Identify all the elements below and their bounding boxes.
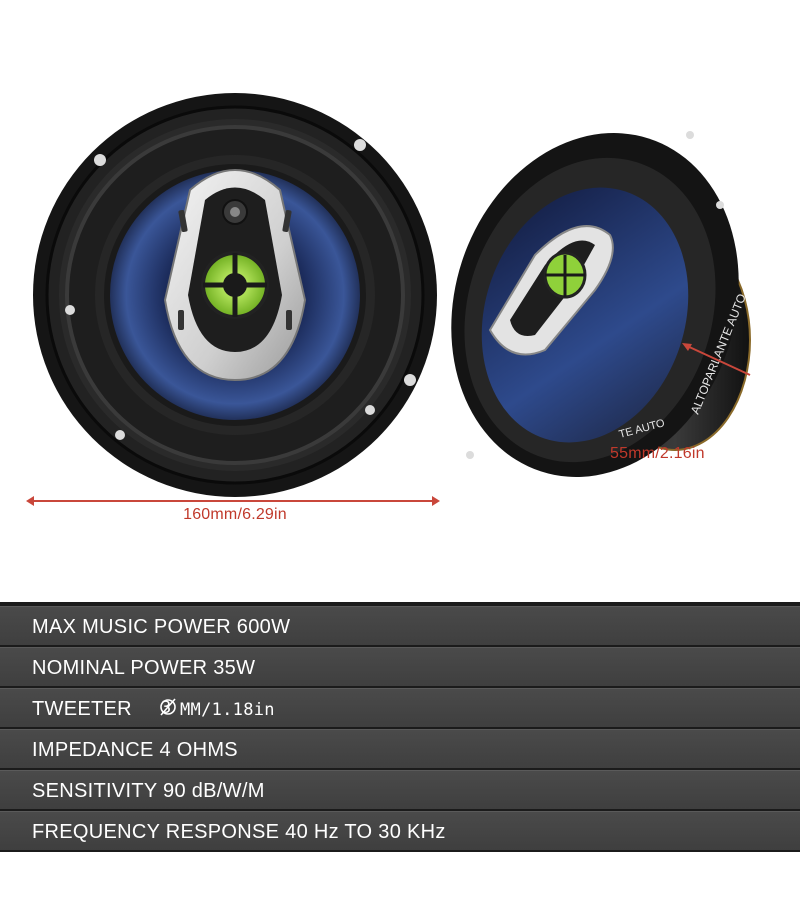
mount-hole <box>716 201 724 209</box>
mount-hole <box>466 451 474 459</box>
mount-hole <box>365 405 375 415</box>
width-dimension-label: 160mm/6.29in <box>183 506 287 523</box>
spec-text: MAX MUSIC POWER 600W <box>32 616 291 638</box>
depth-dimension-line <box>684 344 751 376</box>
depth-dimension-label: 55mm/2.16in <box>610 445 705 462</box>
mount-hole <box>94 154 106 166</box>
spec-row-max-power: MAX MUSIC POWER 600W <box>0 606 800 645</box>
speaker-front-view <box>33 93 437 497</box>
spec-text: IMPEDANCE 4 OHMS <box>32 739 238 761</box>
spec-row-tweeter: TWEETER 3 MM/1.18in <box>0 688 800 727</box>
spec-row-nominal-power: NOMINAL POWER 35W <box>0 647 800 686</box>
spec-row-impedance: IMPEDANCE 4 OHMS <box>0 729 800 768</box>
spec-table: MAX MUSIC POWER 600W NOMINAL POWER 35W T… <box>0 602 800 852</box>
mount-hole <box>115 430 125 440</box>
spec-text: SENSITIVITY 90 dB/W/M <box>32 780 265 802</box>
spec-text: MM/1.18in <box>180 700 275 720</box>
diameter-icon: 3 <box>160 698 176 718</box>
mount-hole <box>354 139 366 151</box>
mount-hole <box>65 305 75 315</box>
spec-text: NOMINAL POWER 35W <box>32 657 256 679</box>
mount-hole <box>404 374 416 386</box>
spec-text: TWEETER <box>32 698 132 720</box>
product-image-area: ALTOPARLANTE AUTO TE AUTO 160mm/6.29in 5… <box>26 93 751 523</box>
spec-row-sensitivity: SENSITIVITY 90 dB/W/M <box>0 770 800 809</box>
mount-hole <box>686 131 694 139</box>
spec-row-frequency: FREQUENCY RESPONSE 40 Hz TO 30 KHz <box>0 811 800 850</box>
width-dimension-line <box>26 496 440 506</box>
spec-text: FREQUENCY RESPONSE 40 Hz TO 30 KHz <box>32 821 446 843</box>
speaker-side-view: ALTOPARLANTE AUTO TE AUTO <box>451 131 751 477</box>
